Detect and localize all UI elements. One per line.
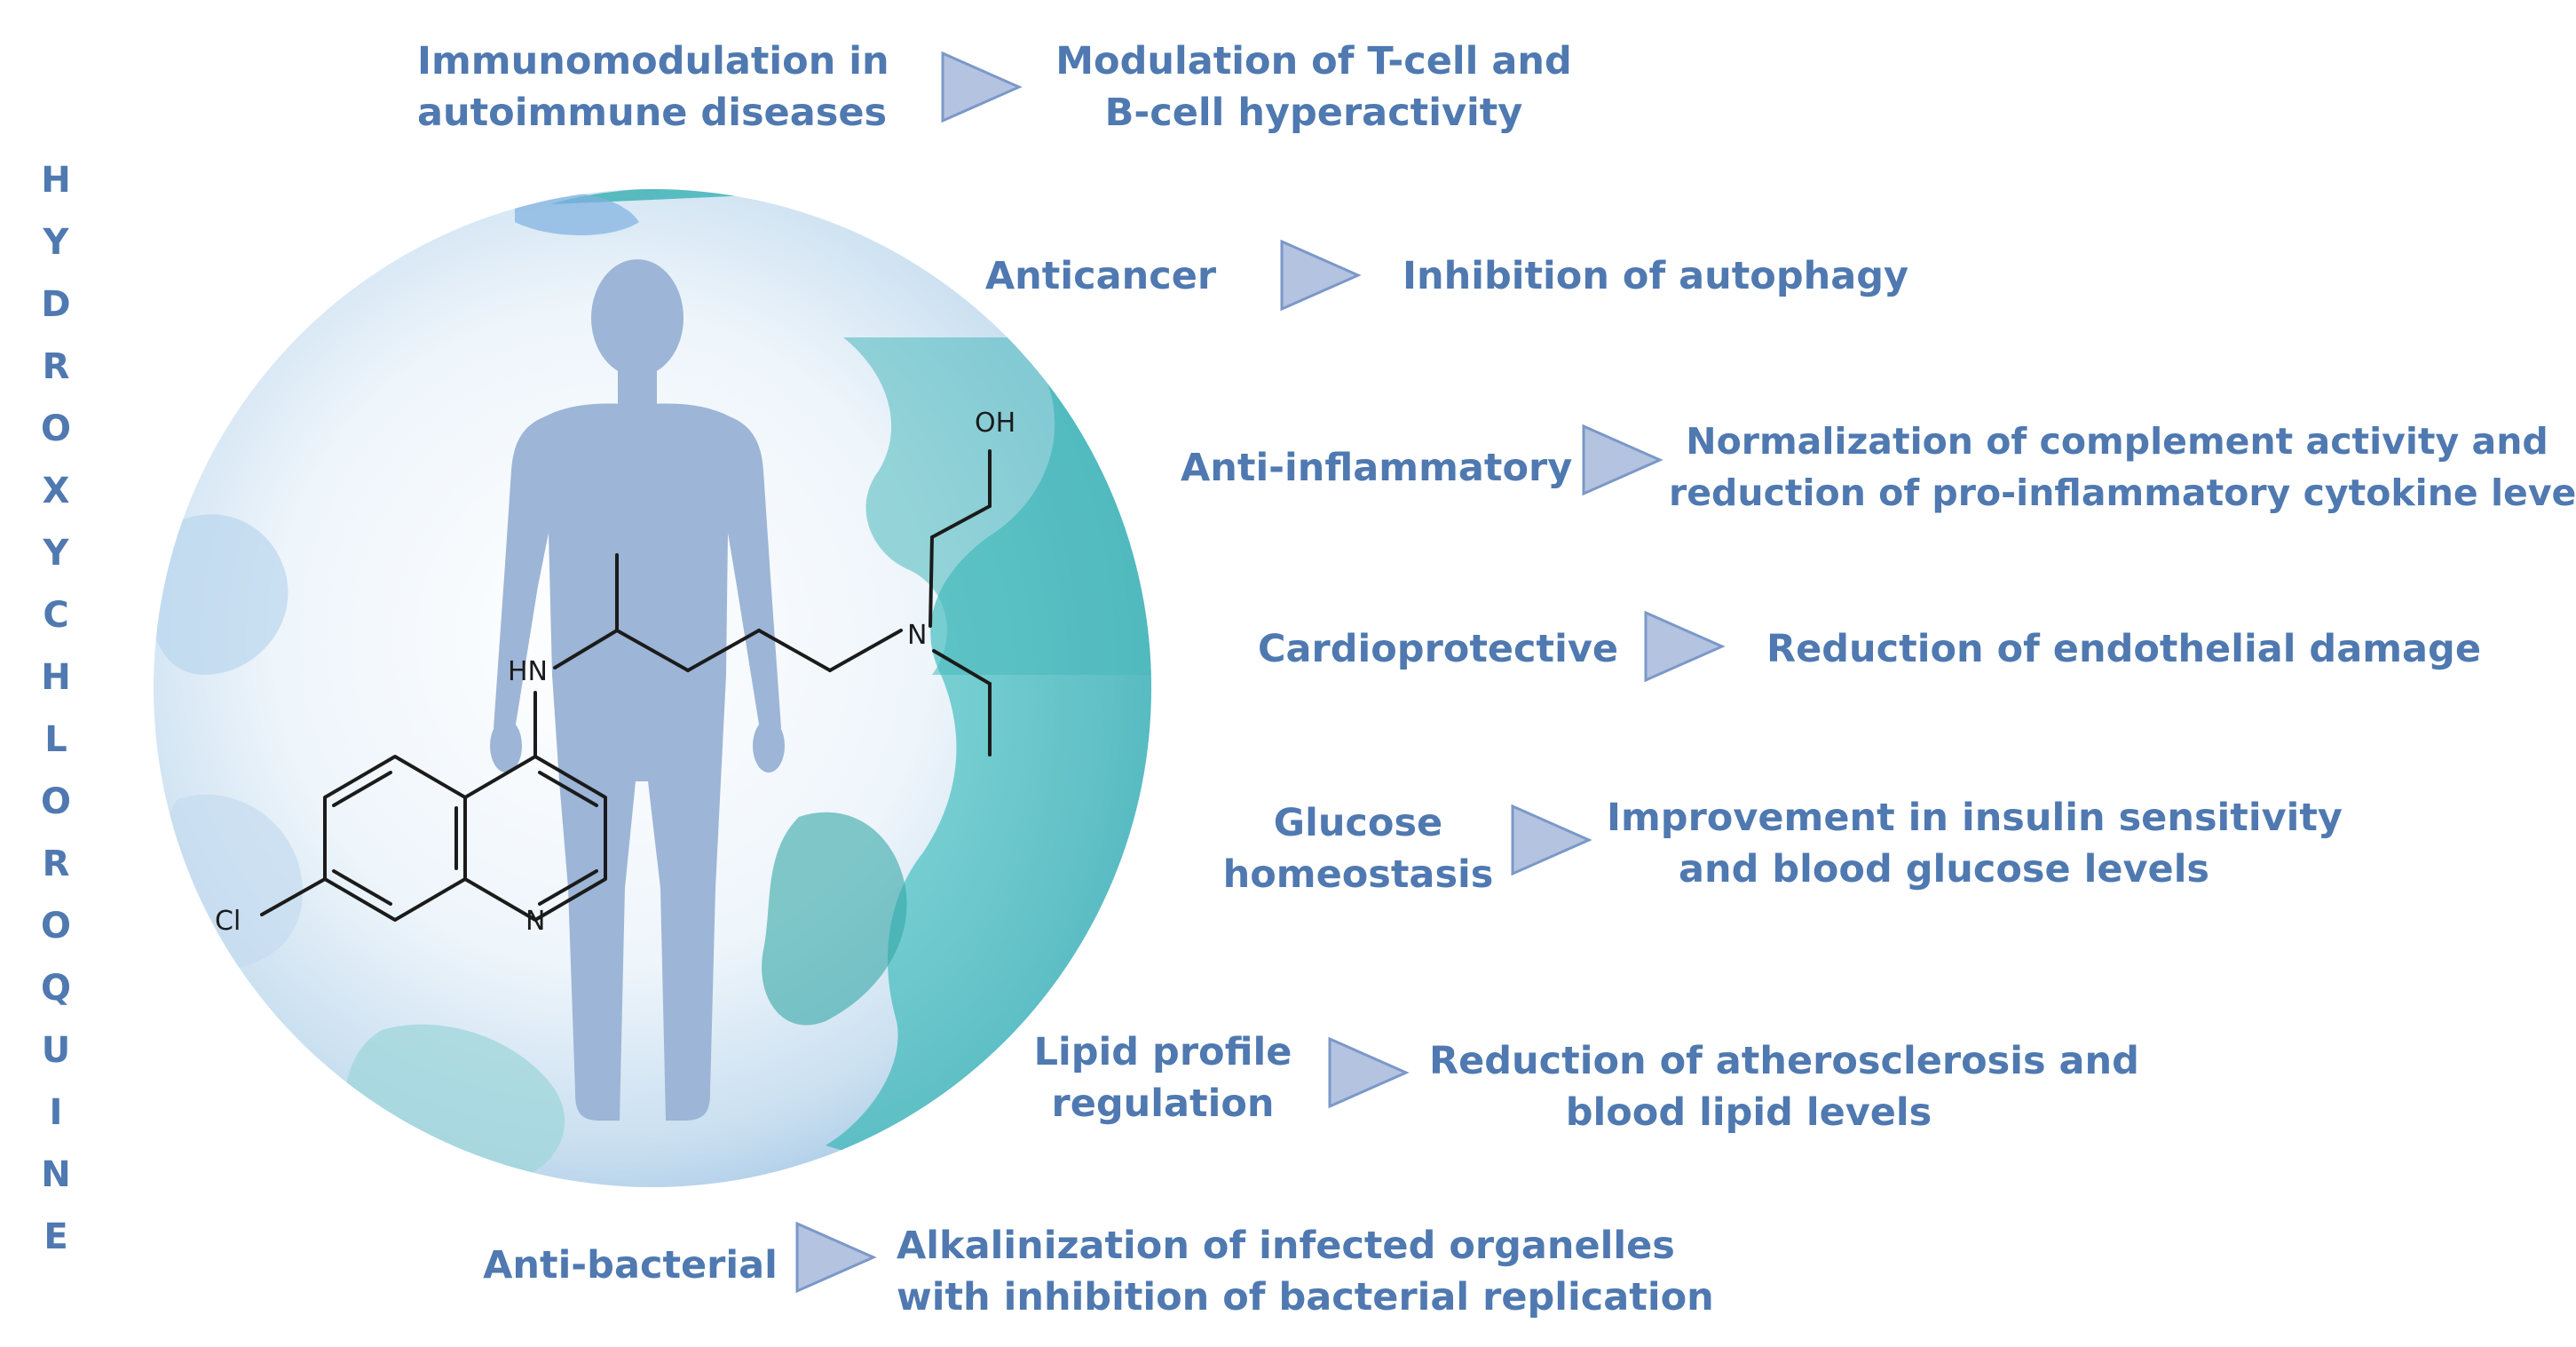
mechanism-lipid-profile-regulation: Reduction of atherosclerosis and blood l… — [1429, 1035, 2139, 1138]
title-letter: Y — [43, 533, 69, 574]
arrow-right-icon — [1326, 1035, 1411, 1110]
title-letter: O — [40, 408, 71, 449]
mechanism-glucose-homeostasis: Improvement in insulin sensitivity and b… — [1607, 792, 2343, 895]
title-letter: R — [42, 346, 70, 387]
mechanism-anti-inflammatory: Normalization of complement activity and… — [1669, 416, 2576, 519]
property-anticancer: Anticancer — [968, 250, 1234, 302]
mechanism-line: Reduction of atherosclerosis and — [1429, 1039, 2139, 1083]
title-letter: E — [43, 1216, 68, 1257]
property-anti-inflammatory: Anti-inflammatory — [1181, 442, 1573, 494]
molecule-oh-label: OH — [975, 408, 1016, 439]
hcq-molecule — [260, 449, 992, 922]
title-letter: Y — [43, 222, 69, 263]
property-line: Glucose — [1273, 801, 1443, 845]
title-letter: N — [41, 1154, 71, 1195]
mechanism-line: Inhibition of autophagy — [1403, 254, 1909, 298]
property-line: Cardioprotective — [1257, 627, 1619, 671]
property-line: Anticancer — [984, 254, 1217, 298]
property-line: autoimmune diseases — [417, 91, 888, 135]
mechanism-line: Improvement in insulin sensitivity — [1607, 796, 2343, 840]
molecule-hn-label: HN — [508, 656, 548, 687]
mechanism-immunomodulation: Modulation of T-cell and B-cell hyperact… — [1047, 36, 1580, 139]
arrow-right-icon — [794, 1220, 879, 1295]
mechanism-line: Normalization of complement activity and — [1686, 420, 2548, 463]
title-letter: L — [44, 719, 67, 760]
molecule-n-amine-label: N — [907, 620, 928, 651]
property-line: Immunomodulation in — [417, 39, 889, 83]
mechanism-line: blood lipid levels — [1565, 1090, 1932, 1135]
title-letter: Q — [40, 968, 71, 1009]
arrow-right-icon — [1278, 238, 1363, 313]
property-immunomodulation: Immunomodulation in autoimmune diseases — [417, 36, 889, 139]
property-anti-bacterial: Anti-bacterial — [479, 1240, 781, 1291]
title-letter: U — [41, 1030, 71, 1071]
mechanism-cardioprotective: Reduction of endothelial damage — [1766, 623, 2481, 675]
mechanism-anticancer: Inhibition of autophagy — [1403, 250, 1909, 302]
property-lipid-profile-regulation: Lipid profile regulation — [1021, 1026, 1305, 1129]
arrow-right-icon — [1642, 609, 1727, 684]
title-letter: O — [40, 781, 71, 822]
arrow-right-icon — [939, 50, 1024, 124]
title-letter: X — [42, 471, 70, 511]
mechanism-line: and blood glucose levels — [1678, 847, 2210, 891]
arrow-right-icon — [1509, 803, 1594, 877]
property-line: Anti-bacterial — [483, 1243, 778, 1288]
molecule-cl-label: Cl — [215, 906, 241, 937]
property-line: regulation — [1051, 1082, 1275, 1126]
mechanism-line: Reduction of endothelial damage — [1766, 627, 2481, 671]
mechanism-line: B-cell hyperactivity — [1104, 91, 1523, 135]
title-letter: I — [49, 1092, 63, 1133]
mechanism-line: Modulation of T-cell and — [1055, 39, 1572, 83]
title-letter: H — [41, 160, 71, 201]
title-letter: D — [41, 284, 71, 325]
property-line: Lipid profile — [1033, 1030, 1292, 1074]
molecule-n-ring-label: N — [525, 906, 546, 937]
mechanism-line: Alkalinization of infected organelles — [897, 1224, 1675, 1268]
mechanism-line: with inhibition of bacterial replication — [897, 1275, 1714, 1319]
title-letter: C — [43, 595, 69, 636]
property-glucose-homeostasis: Glucose homeostasis — [1216, 797, 1500, 900]
mechanism-line: reduction of pro-inflammatory cytokine l… — [1669, 471, 2576, 514]
title-letter: H — [41, 657, 71, 698]
property-cardioprotective: Cardioprotective — [1243, 623, 1633, 675]
human-silhouette — [490, 259, 785, 1121]
vertical-title-hydroxychloroquine: H Y D R O X Y C H L O R O Q U I N E — [25, 149, 87, 1268]
title-letter: O — [40, 906, 71, 947]
title-letter: R — [42, 844, 70, 884]
property-line: homeostasis — [1222, 852, 1494, 897]
property-line: Anti-inflammatory — [1181, 446, 1573, 490]
mechanism-anti-bacterial: Alkalinization of infected organelles wi… — [897, 1220, 1714, 1323]
arrow-right-icon — [1580, 423, 1665, 497]
